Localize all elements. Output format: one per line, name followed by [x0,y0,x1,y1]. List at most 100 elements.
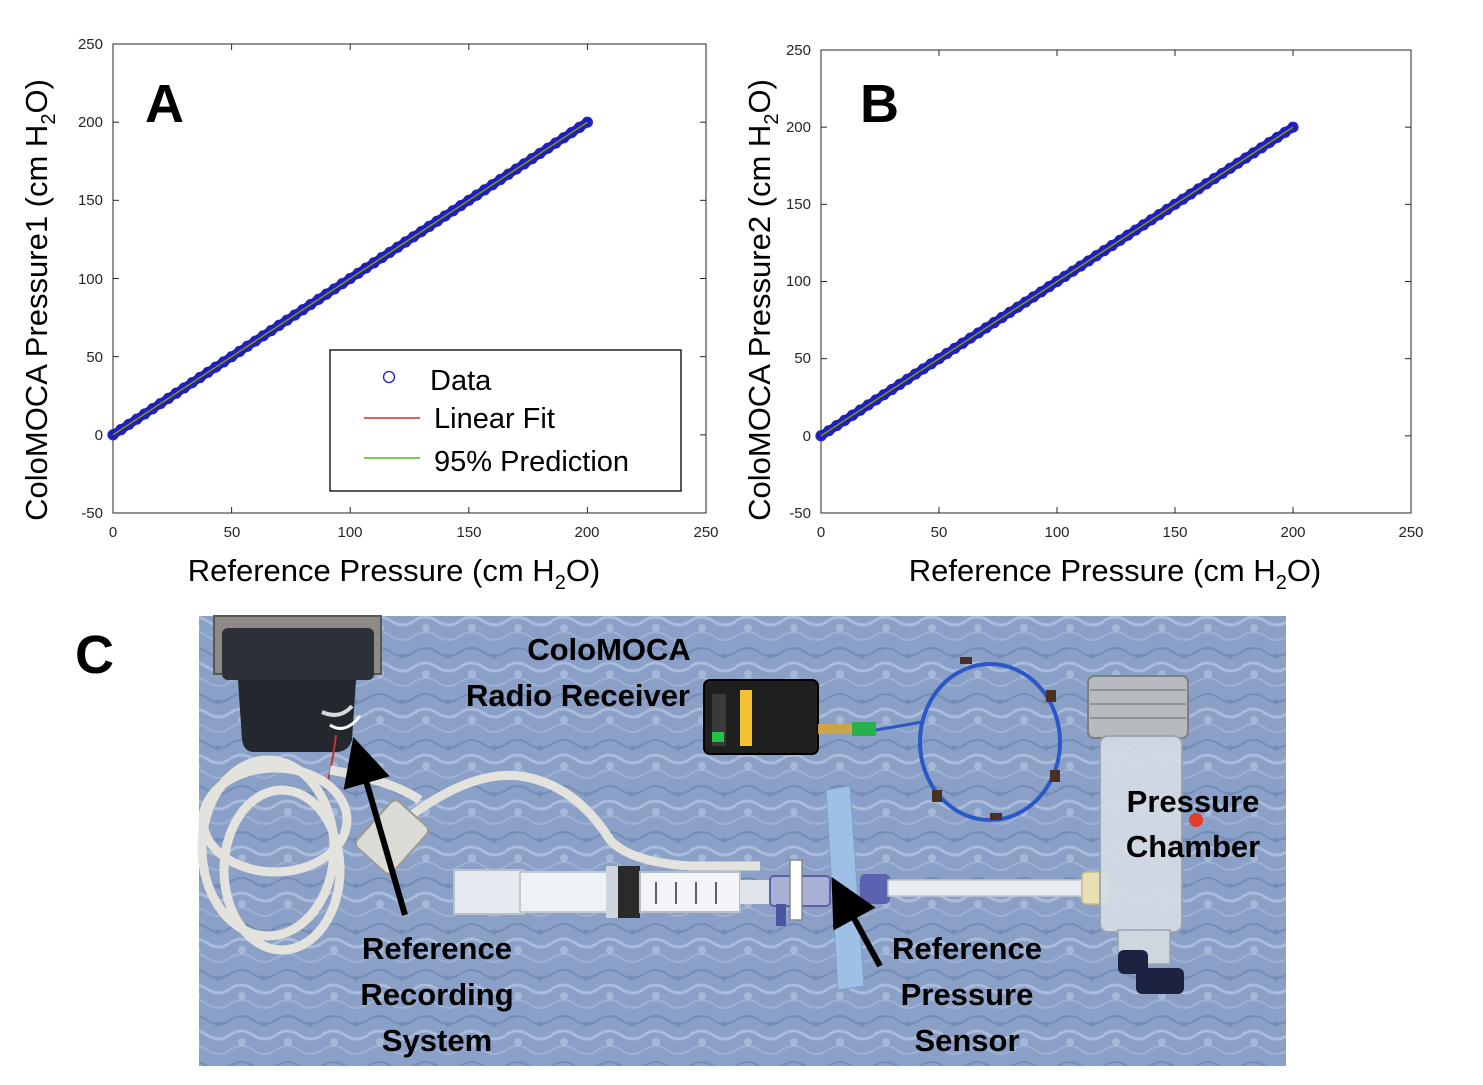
y-tick-label: 150 [786,196,811,213]
data-point [376,252,388,264]
x-tick-label: 250 [1398,524,1423,541]
data-point [328,283,340,295]
data-point [1004,306,1016,318]
data-point [909,368,922,380]
legend-box [329,349,682,492]
panel-b-chart: 250 200 150 100 50 0 -50 0 50 100 150 20… [742,42,1424,594]
data-point [336,278,348,290]
data-point [162,392,174,404]
data-point [831,419,843,432]
data-point [862,399,874,411]
y-tick-labels: 250 200 150 100 50 0 -50 [78,36,103,522]
data-point [846,409,859,421]
data-point [146,403,159,415]
data-point [407,231,420,243]
data-point [218,356,230,368]
data-point [565,126,578,139]
data-point [558,132,570,144]
data-point [518,158,530,170]
data-point [305,298,317,311]
data-point [933,353,945,365]
legend-label-prediction: 95% Prediction [434,446,629,478]
data-point [988,317,1000,329]
data-point [550,137,562,149]
data-point [1248,147,1260,159]
data-point [360,262,372,274]
data-point [1027,291,1040,303]
data-point [886,383,898,396]
data-point [980,322,992,334]
x-tick-label: 150 [1162,524,1187,541]
data-point [194,371,206,384]
data-point [289,309,301,321]
y-tick-label: 0 [803,428,811,445]
recording-connector [213,615,382,791]
data-point [854,404,866,416]
y-tick-label: 100 [78,271,103,288]
data-point [1067,265,1079,277]
y-tick-label: -50 [81,505,103,522]
x-axis-label: Reference Pressure (cm H2O) [909,553,1322,594]
data-point [486,179,499,191]
arrow-recording-system [343,736,408,916]
prediction-line [820,126,1294,437]
x-tick-label: 0 [817,524,825,541]
data-point [249,335,261,347]
y-tick-label: 250 [786,42,811,59]
prediction-line [112,121,588,436]
y-tick-label: 0 [95,427,103,444]
data-point [1279,126,1291,138]
legend-marker-data [382,370,396,384]
label-recording-line2: Recording [360,977,513,1012]
data-point [964,332,977,344]
data-point [297,304,309,316]
data-point [1216,167,1228,180]
x-tick-labels: 0 50 100 150 200 250 [817,524,1424,541]
legend-label-fit: Linear Fit [434,403,555,435]
data-point [1043,281,1055,293]
label-recording-line1: Reference [362,931,512,966]
data-point [423,220,435,232]
legend: Data Linear Fit 95% Prediction [329,349,682,492]
data-point [178,382,190,394]
y-tick-labels: 250 200 150 100 50 0 -50 [786,42,811,522]
data-point [573,121,586,133]
data-point [1255,142,1268,154]
x-tick-label: 100 [337,524,362,541]
data-point [542,142,554,154]
data-point [581,116,594,128]
data-point [1185,188,1197,200]
data-point [226,351,238,363]
syringe [453,866,770,918]
panel-c-photo: C [75,615,1286,1066]
data-point [1114,234,1126,246]
data-point [1271,131,1283,144]
legend-label-data: Data [430,365,492,397]
label-receiver-line1: ColoMOCA [527,632,691,667]
data-point [815,430,827,442]
data-point [415,226,427,238]
data-point [996,311,1008,324]
data-point [312,293,325,305]
data-point [901,373,914,385]
data-point [1240,152,1252,164]
data-point [463,194,475,206]
data-point [1224,162,1236,174]
data-point [1012,301,1024,313]
data-point [1137,219,1150,231]
coiled-cable [197,755,760,955]
data-point [265,325,277,337]
label-receiver-line2: Radio Receiver [466,678,690,713]
data-point [399,236,412,248]
x-axis-label: Reference Pressure (cm H2O) [188,553,601,594]
data-point [956,337,969,349]
data-point [1145,214,1158,226]
data-point [1200,178,1213,190]
y-tick-label: 50 [794,350,811,367]
x-tick-label: 150 [456,524,481,541]
data-point [107,429,119,441]
label-recording-line3: System [382,1023,492,1058]
y-axis-label: ColoMOCA Pressure1 (cm H2O) [19,79,60,521]
data-point [1090,250,1102,262]
setup-photo [197,615,1286,1066]
